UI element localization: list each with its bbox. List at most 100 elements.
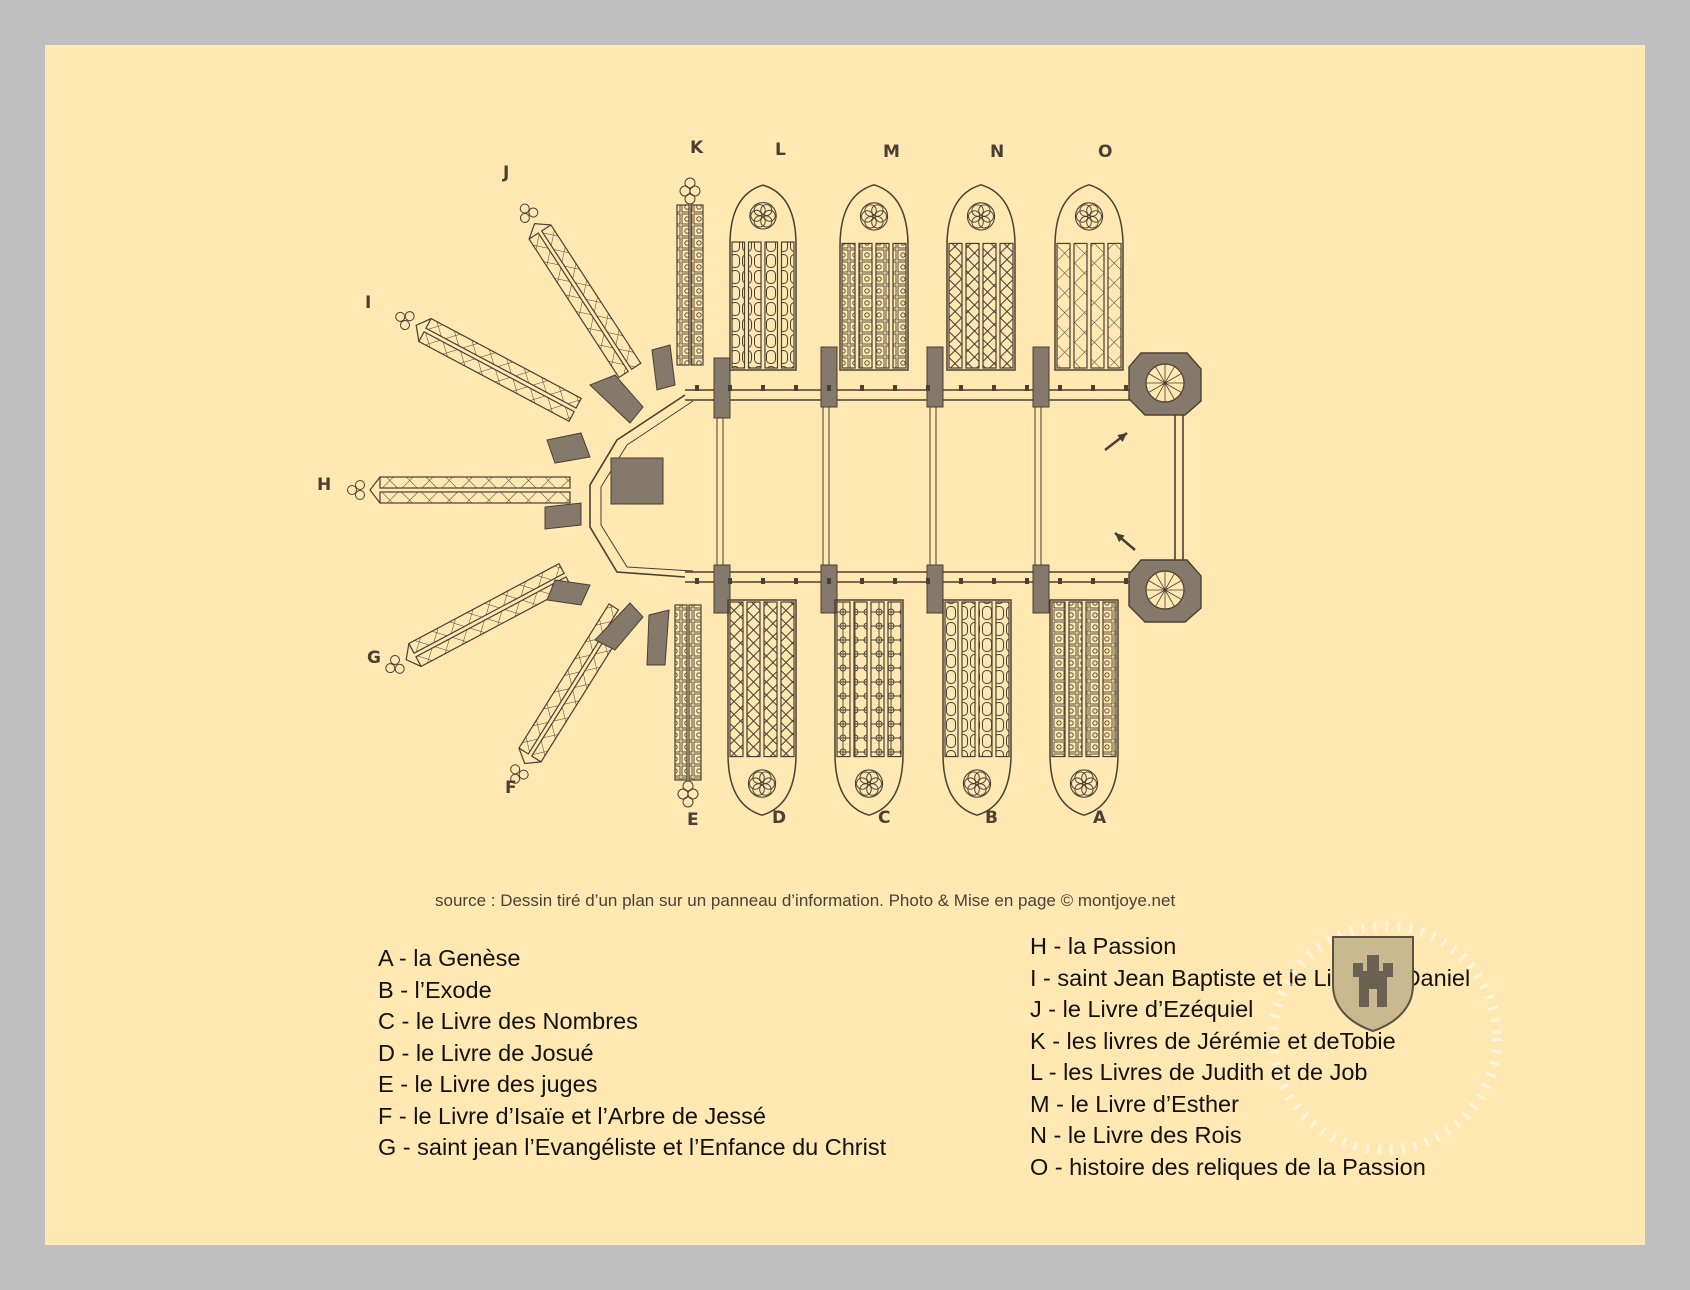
trefoil — [682, 796, 694, 808]
rose-petal — [1074, 771, 1087, 784]
stair-step — [1155, 589, 1166, 607]
lancet — [870, 601, 885, 758]
lancet — [853, 601, 868, 758]
rose-tracery — [859, 202, 889, 231]
rose-petal — [1076, 210, 1089, 223]
lancet — [540, 224, 642, 371]
buttress — [713, 357, 731, 419]
lancet — [892, 242, 907, 369]
window-e — [674, 604, 702, 808]
window-label: I — [365, 293, 371, 313]
legend-item: K - les livres de Jérémie et deTobie — [1030, 1027, 1396, 1054]
lancet — [887, 601, 902, 758]
lancet — [780, 241, 795, 369]
window-point — [415, 317, 432, 342]
legend-item: D - le Livre de Josué — [378, 1039, 594, 1066]
legend-item: E - le Livre des juges — [378, 1071, 598, 1097]
wall-mark — [860, 578, 864, 584]
buttress — [926, 346, 944, 408]
window-label: A — [1093, 808, 1107, 828]
lancet — [982, 242, 997, 369]
wall-mark — [893, 385, 897, 391]
wall-mark — [959, 385, 963, 391]
vault-line — [1034, 400, 1042, 572]
rose-petal — [856, 777, 869, 790]
window-i — [395, 311, 583, 423]
lancet — [858, 242, 873, 369]
trefoil — [528, 207, 539, 218]
window-k — [676, 177, 704, 366]
apse-buttress — [594, 602, 644, 651]
rose-petal — [971, 204, 984, 217]
window-label: N — [990, 142, 1004, 162]
rose-petal — [874, 210, 887, 223]
rose-tracery — [1074, 202, 1104, 231]
wall-mark — [761, 578, 765, 584]
lancet — [965, 242, 980, 369]
window-a — [1049, 599, 1119, 816]
stair-step — [1155, 366, 1166, 384]
lancet — [961, 601, 976, 758]
window-label: B — [985, 808, 998, 828]
lancet — [379, 491, 571, 504]
lancet — [747, 241, 762, 369]
trefoil — [347, 485, 357, 495]
nave-walls — [685, 389, 1185, 583]
wall-mark — [992, 385, 996, 391]
lancet — [408, 562, 565, 655]
rose-tracery — [854, 769, 884, 798]
lancet — [1102, 601, 1117, 758]
apse-wall-inner — [600, 400, 694, 572]
lancet — [995, 601, 1010, 758]
window-point — [405, 643, 422, 668]
lancet — [1056, 242, 1071, 369]
source-caption: source : Dessin tiré d’un plan sur un pa… — [435, 891, 1176, 910]
lancet — [764, 241, 779, 369]
rose-petal — [759, 771, 772, 784]
wall-mark — [794, 385, 798, 391]
wall-mark — [728, 385, 732, 391]
west-wall — [1174, 395, 1184, 575]
buttress — [820, 564, 838, 614]
legend-item: B - l’Exode — [378, 976, 492, 1003]
crest-icon — [1332, 936, 1414, 1033]
wall-mark — [959, 578, 963, 584]
window-frame — [1049, 599, 1119, 816]
lancet — [999, 242, 1014, 369]
window-label: F — [505, 778, 517, 798]
lancet — [841, 242, 856, 369]
rose-petal — [977, 777, 990, 790]
watermark-stamp — [1268, 921, 1502, 1155]
window-label: L — [775, 140, 786, 160]
rose-petal — [762, 777, 775, 790]
rose-petal — [1086, 204, 1099, 217]
lancet — [875, 242, 890, 369]
wall-mark — [728, 578, 732, 584]
arrow-head — [1117, 433, 1127, 442]
lancet — [676, 204, 690, 366]
trefoil — [404, 311, 415, 322]
rose-petal — [861, 210, 874, 223]
legend-item: G - saint jean l’Evangéliste et l’Enfanc… — [378, 1134, 887, 1160]
wall-mark — [761, 385, 765, 391]
legend-item: J - le Livre d’Ezéquiel — [1030, 996, 1254, 1022]
window-frame — [727, 599, 797, 816]
lancet — [1107, 242, 1122, 369]
lancet — [518, 603, 620, 755]
stair-step — [1164, 589, 1175, 607]
rose-petal — [752, 771, 765, 784]
window-h — [347, 476, 571, 504]
apse-buttress — [546, 579, 591, 606]
rose-tracery — [962, 769, 992, 798]
trefoil — [518, 769, 529, 780]
wall-mark — [893, 578, 897, 584]
vault-line — [716, 400, 724, 572]
apse-buttress — [589, 374, 644, 424]
lancet — [528, 232, 630, 379]
rose-petal — [871, 204, 884, 217]
apse-buttress — [651, 344, 676, 391]
trefoil — [355, 490, 365, 500]
rose-petal — [968, 210, 981, 223]
stair-step — [1148, 373, 1166, 384]
